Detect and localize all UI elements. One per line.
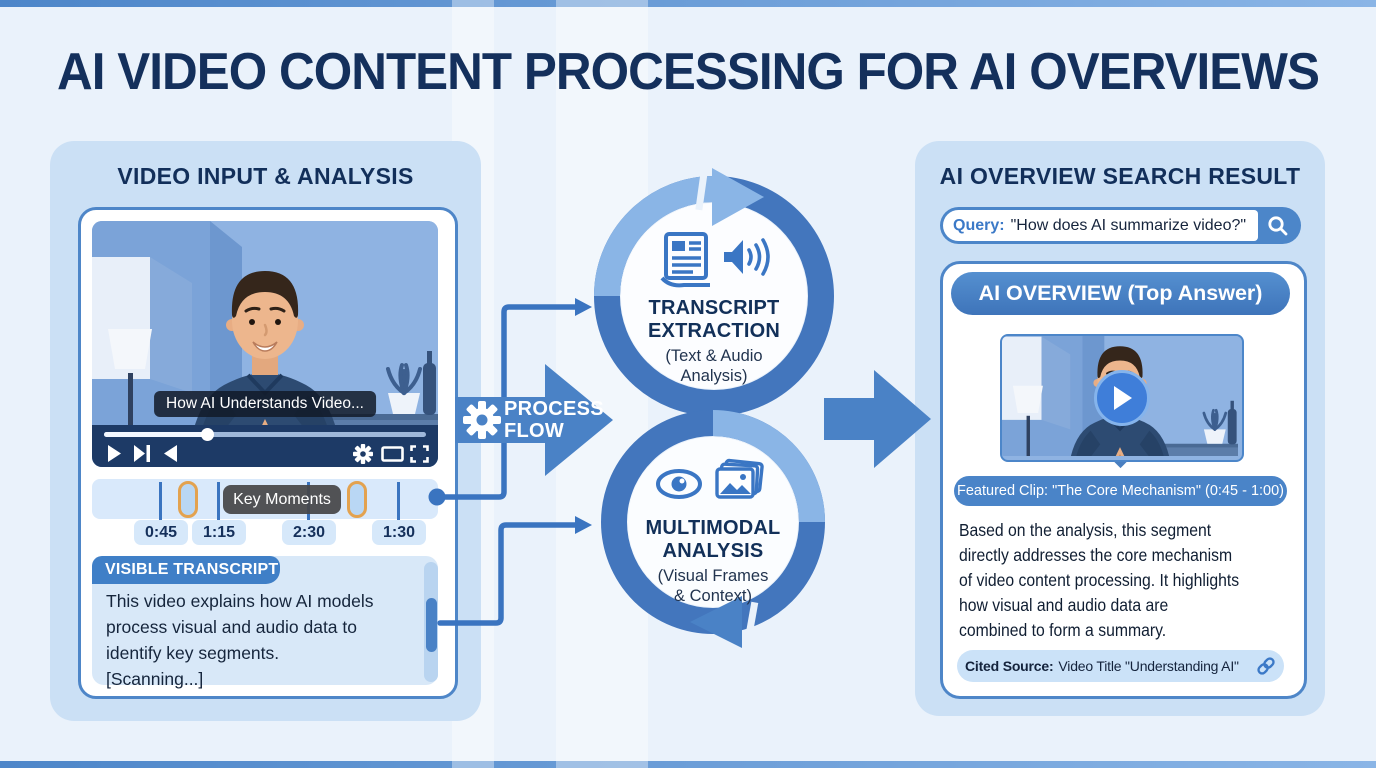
ai-overview-card: AI OVERVIEW (Top Answer) Featured Clip: … (940, 261, 1307, 699)
featured-clip-thumbnail[interactable] (1000, 334, 1244, 462)
timestamp-label[interactable]: 1:15 (192, 520, 246, 545)
video-progress-fill (104, 432, 208, 437)
key-moment-marker[interactable] (347, 481, 367, 518)
overview-body-line: combined to form a summary. (959, 620, 1167, 640)
image-frames-icon (715, 458, 764, 499)
query-value: "How does AI summarize video?" (1010, 216, 1247, 234)
cited-source-value: Video Title "Understanding AI" (1058, 658, 1239, 674)
video-input-panel: VIDEO INPUT & ANALYSIS How AI Understand… (50, 141, 481, 721)
process-flow-label: PROCESS FLOW (504, 398, 604, 442)
miniplayer-icon[interactable] (381, 446, 404, 462)
ai-overview-panel: AI OVERVIEW SEARCH RESULT Query: "How do… (915, 141, 1325, 716)
audio-speaker-icon (724, 238, 770, 276)
timestamp-label[interactable]: 2:30 (282, 520, 336, 545)
timeline-tick (159, 482, 162, 542)
transcript-line: process visual and audio data to (106, 617, 357, 637)
overview-body-line: directly addresses the core mechanism (959, 545, 1233, 565)
video-control-bar (92, 425, 438, 467)
timeline-tick (217, 482, 220, 542)
video-analysis-card: How AI Understands Video... (78, 207, 458, 699)
video-caption-overlay: How AI Understands Video... (154, 391, 376, 417)
skip-next-icon[interactable] (134, 445, 151, 462)
play-triangle-icon (1114, 386, 1132, 410)
search-icon (1268, 215, 1288, 235)
video-input-panel-title: VIDEO INPUT & ANALYSIS (117, 163, 414, 189)
transcript-scrollbar-thumb[interactable] (426, 598, 437, 652)
search-input[interactable]: Query: "How does AI summarize video?" (943, 210, 1258, 241)
play-icon[interactable] (108, 445, 122, 462)
step-multimodal-analysis: MULTIMODAL ANALYSIS (Visual Frames & Con… (613, 456, 813, 606)
transcript-header-tab: VISIBLE TRANSCRIPT (92, 556, 280, 584)
timestamp-label[interactable]: 1:30 (372, 520, 426, 545)
page-title: AI VIDEO CONTENT PROCESSING FOR AI OVERV… (57, 43, 1320, 101)
transcript-line: [Scanning...] (106, 669, 204, 689)
search-button[interactable] (1258, 210, 1298, 241)
timestamp-label[interactable]: 0:45 (134, 520, 188, 545)
key-moments-badge: Key Moments (223, 485, 341, 514)
volume-icon[interactable] (164, 445, 177, 462)
timeline-tick (397, 482, 400, 542)
transcript-audio-icons (660, 232, 770, 288)
link-icon[interactable] (1256, 656, 1276, 676)
key-moment-marker[interactable] (178, 481, 198, 518)
cited-source-pill[interactable]: Cited Source: Video Title "Understanding… (957, 650, 1284, 682)
transcript-line: identify key segments. (106, 643, 280, 663)
video-progress-knob[interactable] (201, 428, 215, 441)
bottom-edge-bar (0, 761, 1376, 768)
eye-icon (656, 469, 702, 499)
overview-body-line: Based on the analysis, this segment (959, 520, 1212, 540)
query-label: Query: (953, 216, 1005, 234)
overview-body-line: of video content processing. It highligh… (959, 570, 1240, 590)
search-bar[interactable]: Query: "How does AI summarize video?" (940, 207, 1301, 244)
step-transcript-extraction: TRANSCRIPT EXTRACTION (Text & Audio Anal… (614, 230, 814, 386)
settings-gear-icon[interactable] (352, 443, 374, 465)
ai-overview-header: AI OVERVIEW (Top Answer) (951, 272, 1290, 315)
document-icon (660, 232, 710, 288)
vision-frames-icons (656, 458, 764, 499)
loop-arrowhead (712, 168, 764, 226)
transcript-line: This video explains how AI models (106, 591, 374, 611)
play-button[interactable] (1094, 370, 1150, 426)
fullscreen-icon[interactable] (410, 445, 429, 463)
featured-clip-badge[interactable]: Featured Clip: "The Core Mechanism" (0:4… (954, 476, 1287, 506)
cited-source-label: Cited Source: (965, 658, 1054, 674)
ai-overview-panel-title: AI OVERVIEW SEARCH RESULT (939, 163, 1301, 189)
top-edge-bar (0, 0, 1376, 7)
video-progress-bar[interactable] (104, 428, 426, 441)
overview-body-line: how visual and audio data are (959, 595, 1169, 615)
video-player[interactable]: How AI Understands Video... (92, 221, 438, 467)
